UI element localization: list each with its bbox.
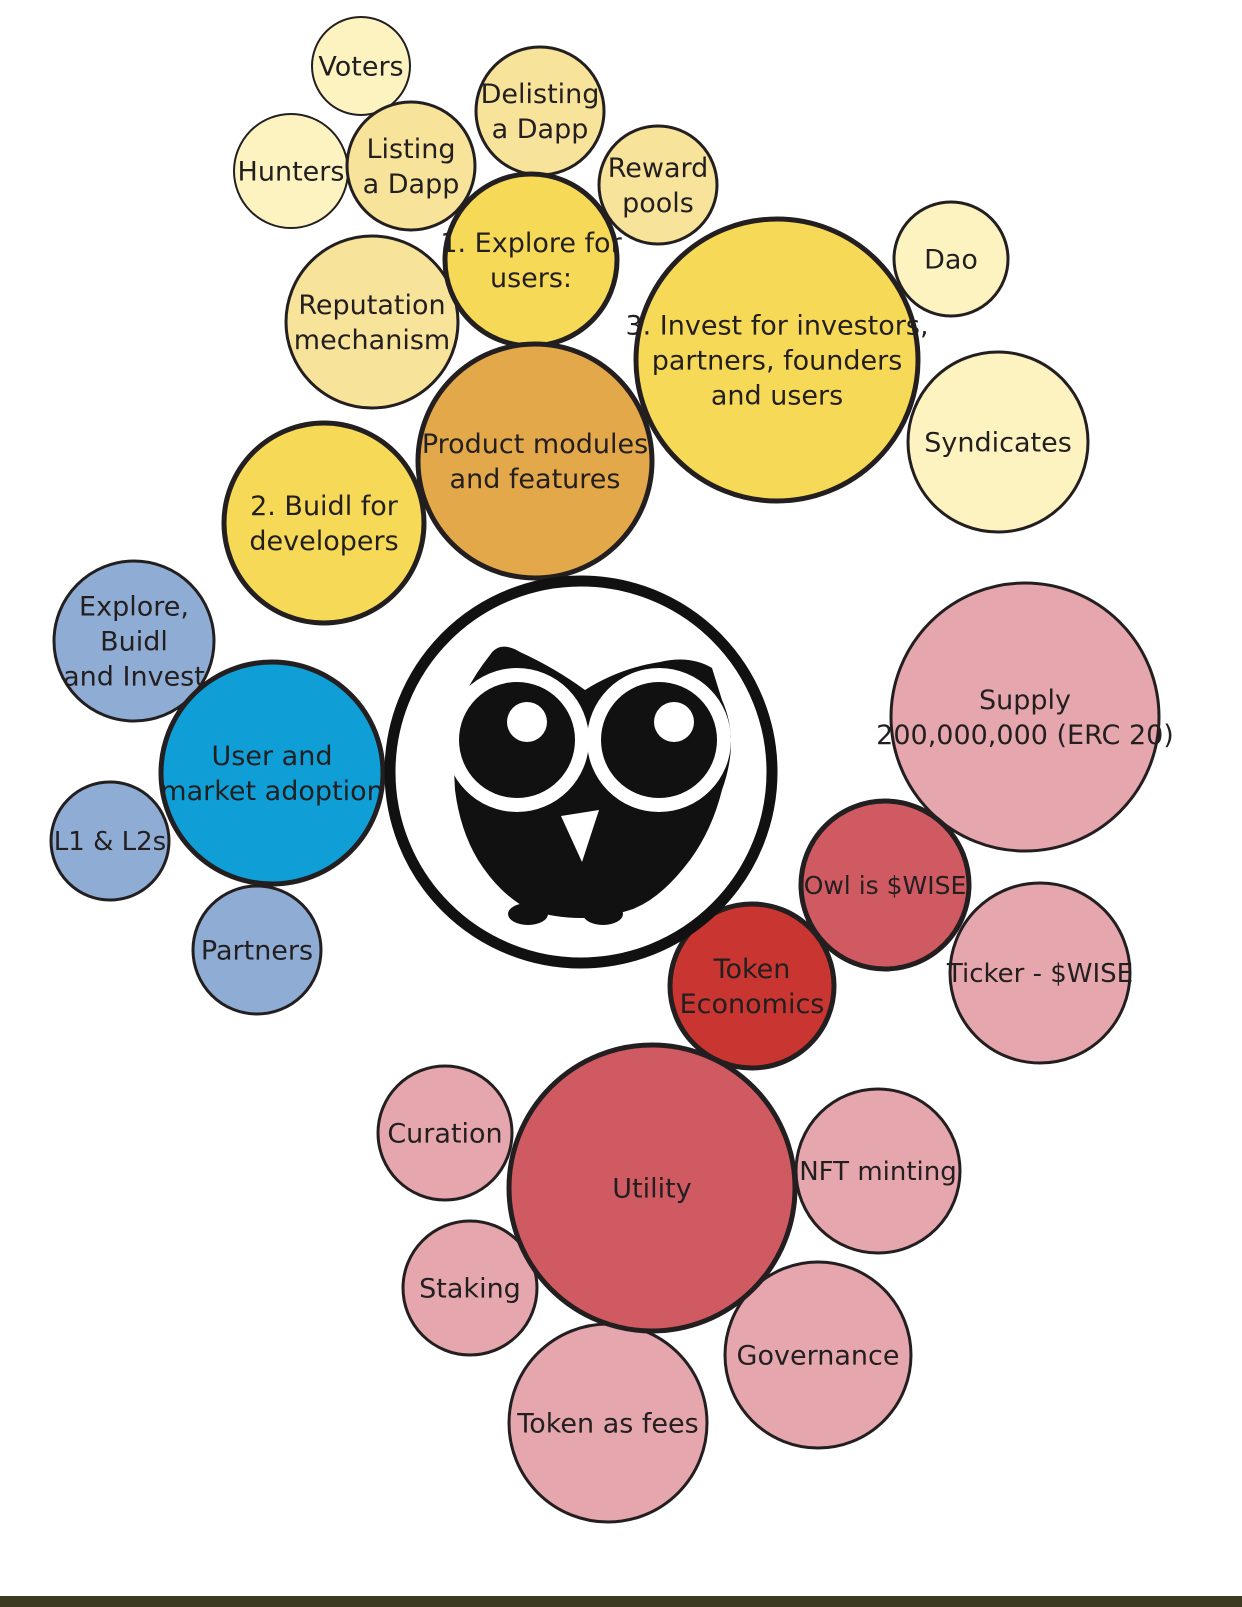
bubble-explore-buidl-invest: Explore, Buidl and Invest xyxy=(52,559,216,723)
bubble-token-as-fees: Token as fees xyxy=(507,1322,709,1524)
bubble-owl-is-wise: Owl is $WISE xyxy=(798,798,972,972)
bubble-circle xyxy=(667,901,837,1071)
bubble-label: Product modules xyxy=(422,429,648,460)
bubble-ticker: Ticker - $WISE xyxy=(946,881,1133,1065)
bubble-label: Buidl xyxy=(100,626,168,657)
bubble-circle xyxy=(311,16,411,116)
bubble-label: Economics xyxy=(680,989,825,1020)
bubble-l1-l2s: L1 & L2s xyxy=(49,780,171,902)
bubble-label: and features xyxy=(450,464,621,495)
bubble-reward-pools: Reward pools xyxy=(597,124,719,246)
bubble-label: Staking xyxy=(419,1273,521,1304)
bubble-explore-users: 1. Explore for users: xyxy=(440,171,623,349)
bubble-label: Reward xyxy=(608,153,709,184)
bubble-curation: Curation xyxy=(376,1064,514,1202)
bubble-label: Curation xyxy=(387,1118,502,1149)
bubble-partners: Partners xyxy=(191,884,323,1016)
bubble-circle xyxy=(442,171,620,349)
bubble-circle xyxy=(892,200,1010,318)
bubble-circle xyxy=(798,798,972,972)
bubble-circle xyxy=(49,780,171,902)
bottom-bar xyxy=(0,1596,1242,1607)
bubble-label: Utility xyxy=(612,1173,691,1204)
bubble-label: Token xyxy=(713,954,791,985)
bubble-label: users: xyxy=(490,263,572,294)
bubble-label: market adoption xyxy=(160,776,383,807)
bubble-label: Governance xyxy=(737,1340,900,1371)
bubble-product-modules: Product modules and features xyxy=(415,341,655,581)
bubble-syndicates: Syndicates xyxy=(906,350,1090,534)
bubble-voters: Voters xyxy=(311,16,411,116)
bubble-circle xyxy=(474,45,606,177)
bubble-label: Supply xyxy=(979,685,1071,716)
bubble-circle xyxy=(633,216,921,504)
bubble-circle xyxy=(191,884,323,1016)
bubble-label: Partners xyxy=(201,935,313,966)
bubble-label: a Dapp xyxy=(492,114,589,145)
bubble-circle xyxy=(221,420,427,626)
bubble-circle xyxy=(345,100,477,232)
bubble-label: and users xyxy=(711,381,843,412)
bubble-user-market-adoption: User and market adoption xyxy=(158,659,386,887)
owl-icon xyxy=(445,646,731,925)
bubble-circle xyxy=(906,350,1090,534)
bubble-label: mechanism xyxy=(294,325,450,356)
bubble-label: 3. Invest for investors, xyxy=(625,310,928,341)
bubble-label: Token as fees xyxy=(516,1408,698,1439)
center-owl-logo xyxy=(384,575,778,969)
bubble-label: Voters xyxy=(318,51,403,82)
bubble-governance: Governance xyxy=(723,1260,913,1450)
bubble-circle xyxy=(376,1064,514,1202)
bubble-label: Listing xyxy=(367,134,456,165)
bubble-circle xyxy=(401,1219,539,1357)
bubble-label: Syndicates xyxy=(924,427,1072,458)
bubble-listing-dapp: Listing a Dapp xyxy=(345,100,477,232)
bubble-label: developers xyxy=(249,526,398,557)
bubble-label: and Invest xyxy=(63,662,205,693)
bubble-utility: Utility xyxy=(506,1042,798,1334)
bubble-label: Reputation xyxy=(298,290,445,321)
bubble-label: pools xyxy=(622,188,694,219)
bubble-label: L1 & L2s xyxy=(54,827,166,857)
bubble-dao: Dao xyxy=(892,200,1010,318)
bubble-label: 1. Explore for xyxy=(440,228,622,259)
bubble-label: Ticker - $WISE xyxy=(946,959,1133,989)
bubble-buidl-developers: 2. Buidl for developers xyxy=(221,420,427,626)
bubble-label: Dao xyxy=(924,244,978,275)
bubble-circle xyxy=(948,881,1132,1065)
bubble-circle xyxy=(415,341,655,581)
bubble-label: Owl is $WISE xyxy=(804,871,967,900)
bubble-invest: 3. Invest for investors, partners, founde… xyxy=(625,216,929,504)
bubble-supply: Supply 200,000,000 (ERC 20) xyxy=(876,581,1174,853)
bubble-reputation: Reputation mechanism xyxy=(284,234,460,410)
bubble-label: Explore, xyxy=(79,591,189,622)
bubble-label: Hunters xyxy=(238,156,345,187)
bubble-circle xyxy=(889,581,1161,853)
bubble-circle xyxy=(723,1260,913,1450)
bubble-circle xyxy=(506,1042,798,1334)
bubble-hunters: Hunters xyxy=(233,113,349,229)
bubble-circle xyxy=(52,559,216,723)
bubble-nft-minting: NFT minting xyxy=(794,1087,962,1255)
bubble-label: Delisting xyxy=(481,79,600,110)
bubble-circle xyxy=(158,659,386,887)
bubble-label: User and xyxy=(212,741,333,772)
bubble-label: a Dapp xyxy=(363,169,460,200)
bubble-label: partners, founders xyxy=(652,345,903,376)
bubble-circle xyxy=(597,124,719,246)
bubble-staking: Staking xyxy=(401,1219,539,1357)
bubble-delisting-dapp: Delisting a Dapp xyxy=(474,45,606,177)
bubble-label: NFT minting xyxy=(799,1157,957,1187)
bubble-label: 200,000,000 (ERC 20) xyxy=(876,720,1174,751)
bubble-circle xyxy=(284,234,460,410)
bubble-label: 2. Buidl for xyxy=(250,491,399,522)
